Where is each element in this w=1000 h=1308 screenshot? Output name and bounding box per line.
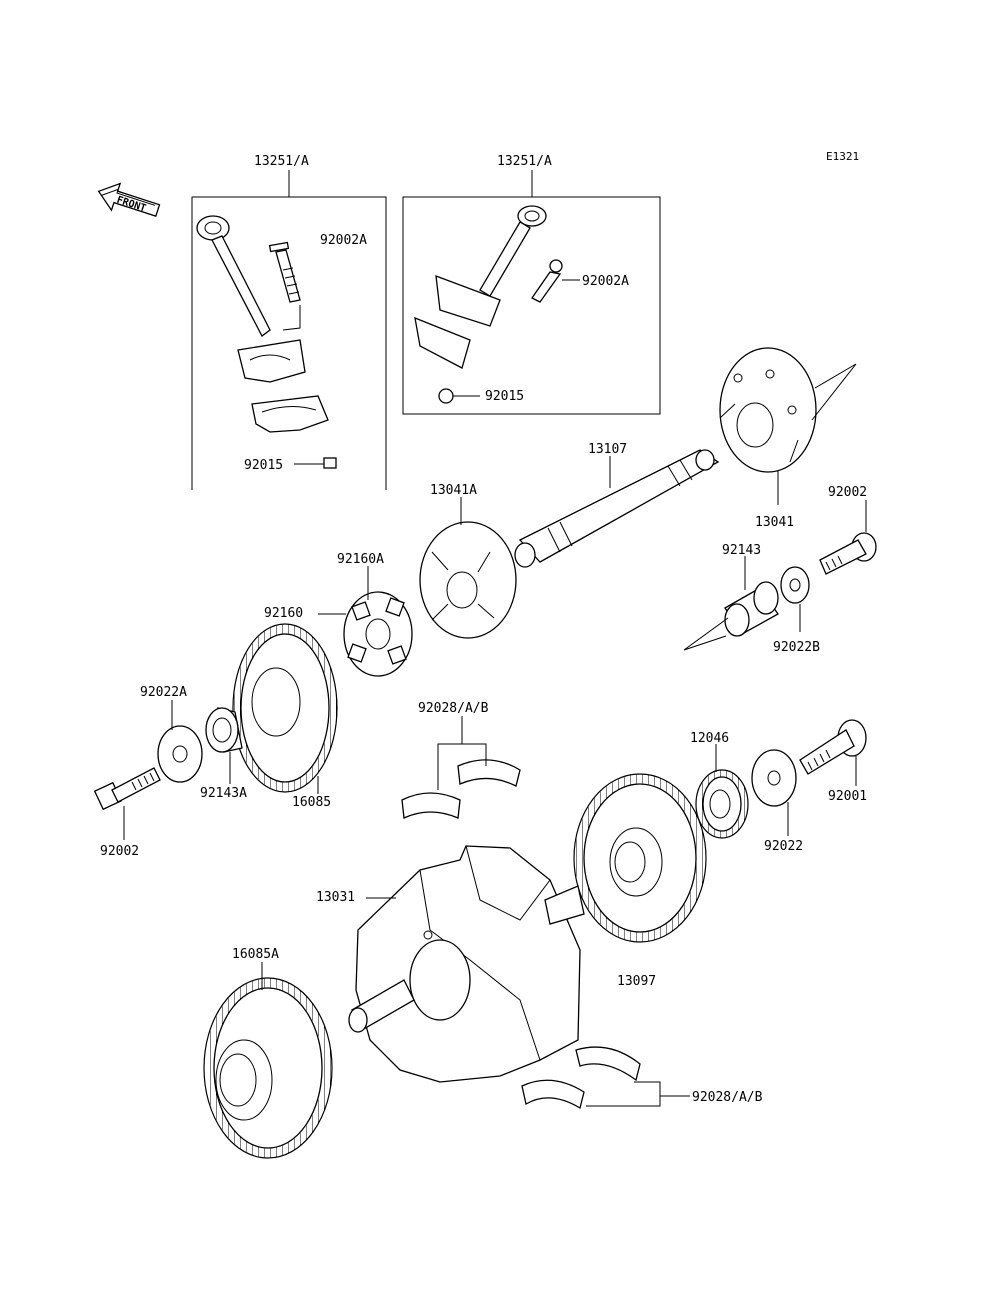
washer-92022a-icon [157,725,203,783]
collar-92143a-label: 92143A [200,786,247,801]
gear-16085a-label: 16085A [232,947,279,962]
bolt-92001-label: 92001 [828,789,867,804]
gear-13097-label: 13097 [617,974,656,989]
rod-cap-left-icon [251,395,329,433]
damper-rubber-icon [343,591,413,677]
washer-92022b-label: 92022B [773,640,820,655]
bolt-right-label: 92002A [582,274,629,289]
damper-holder-label: 13041 [755,515,794,530]
shaft-label: 13107 [588,442,627,457]
diagram-code: E1321 [826,150,859,163]
bolt-92001-icon [799,719,867,775]
gear-12046-label: 12046 [690,731,729,746]
gear-13097-icon [573,773,707,943]
bolt-92002-right-label: 92002 [828,485,867,500]
damper-holder-a-icon [419,521,517,639]
bearing-upper-label: 92028/A/B [418,701,489,716]
conrod-right-title: 13251/A [497,154,552,169]
gear-16085a-icon [203,977,333,1159]
damper-holder-icon [719,347,817,473]
crankshaft-label: 13031 [316,890,355,905]
conrod-left-icon [196,215,306,383]
bearing-upper-icon [401,759,521,819]
conrod-right-icon [414,205,547,369]
conrod-right-group: 13251/A 92002A 92015 [402,154,661,415]
damper-rubber-a-label: 92160A [337,552,384,567]
gear-12046-icon [695,769,749,839]
collar-92143-icon [724,581,779,637]
gear-16085-icon [232,623,338,793]
washer-92022-label: 92022 [764,839,803,854]
crankshaft-icon [348,845,585,1083]
collar-92143-label: 92143 [722,543,761,558]
conrod-left-title: 13251/A [254,154,309,169]
bearing-lower-label: 92028/A/B [692,1090,763,1105]
damper-holder-a-label: 13041A [430,483,477,498]
conrod-left-group: 13251/A 92002A 92015 [191,154,387,490]
nut-left-icon [323,457,337,469]
bolt-left-icon [268,241,301,303]
gear-16085-label: 16085 [292,795,331,810]
shaft-icon [514,449,720,568]
collar-92143a-icon [205,707,243,753]
nut-right-label: 92015 [485,389,524,404]
washer-92022-icon [751,749,797,807]
bearing-lower-icon [521,1046,641,1110]
washer-92022a-label: 92022A [140,685,187,700]
bolt-right-icon [531,259,563,303]
bolt-92002-left-label: 92002 [100,844,139,859]
nut-left-label: 92015 [244,458,283,473]
front-arrow-icon: FRONT [97,182,161,217]
bolt-left-label: 92002A [320,233,367,248]
nut-right-icon [438,388,454,404]
damper-rubber-label: 92160 [264,606,303,621]
washer-92022b-icon [780,566,810,604]
bolt-92002-right-icon [819,532,877,575]
bolt-92002-left-icon [93,767,161,811]
